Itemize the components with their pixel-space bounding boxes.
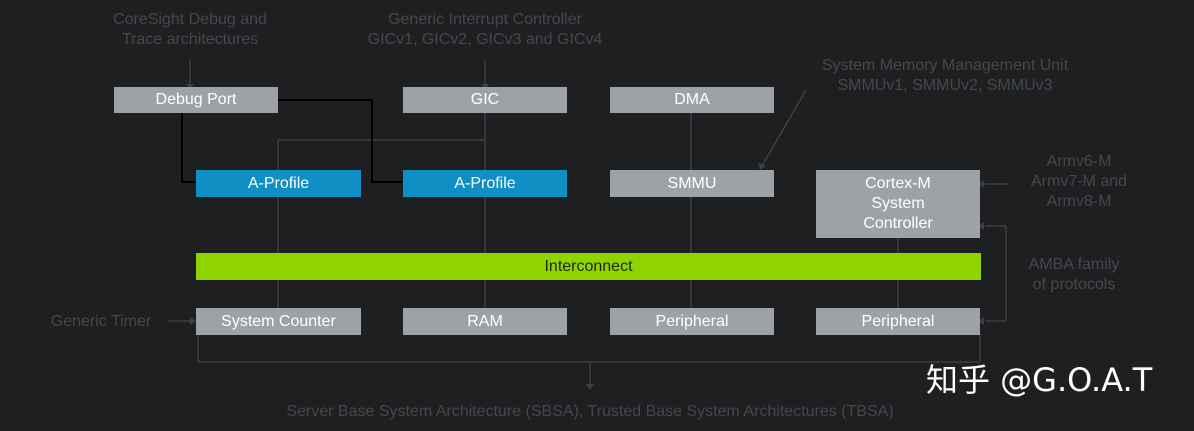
debug-port-box: Debug Port [114, 87, 278, 113]
smmu-box: SMMU [610, 170, 774, 197]
a-profile-box-1: A-Profile [196, 170, 361, 197]
system-counter-box: System Counter [196, 308, 361, 335]
dma-box: DMA [610, 87, 774, 113]
amba-note: AMBA family of protocols [1028, 256, 1120, 293]
a-profile-box-2: A-Profile [403, 170, 567, 197]
smmu-note: System Memory Management Unit SMMUv1, SM… [821, 57, 1069, 94]
gic-box: GIC [403, 87, 567, 113]
ram-box: RAM [403, 308, 567, 335]
gic-note: Generic Interrupt Controller GICv1, GICv… [367, 11, 603, 48]
interconnect-bar: Interconnect [196, 253, 981, 280]
coresight-note: CoreSight Debug and Trace architectures [113, 11, 267, 48]
peripheral-box-1: Peripheral [610, 308, 774, 335]
generic-timer-note: Generic Timer [50, 313, 152, 330]
armv-note: Armv6-M Armv7-M and Armv8-M [1030, 153, 1128, 210]
sbsa-note: Server Base System Architecture (SBSA), … [286, 403, 894, 420]
peripheral-box-2: Peripheral [816, 308, 980, 335]
cortex-m-system-controller-box: Cortex-M System Controller [816, 170, 980, 238]
watermark-text: 知乎 @G.O.A.T [926, 361, 1153, 399]
